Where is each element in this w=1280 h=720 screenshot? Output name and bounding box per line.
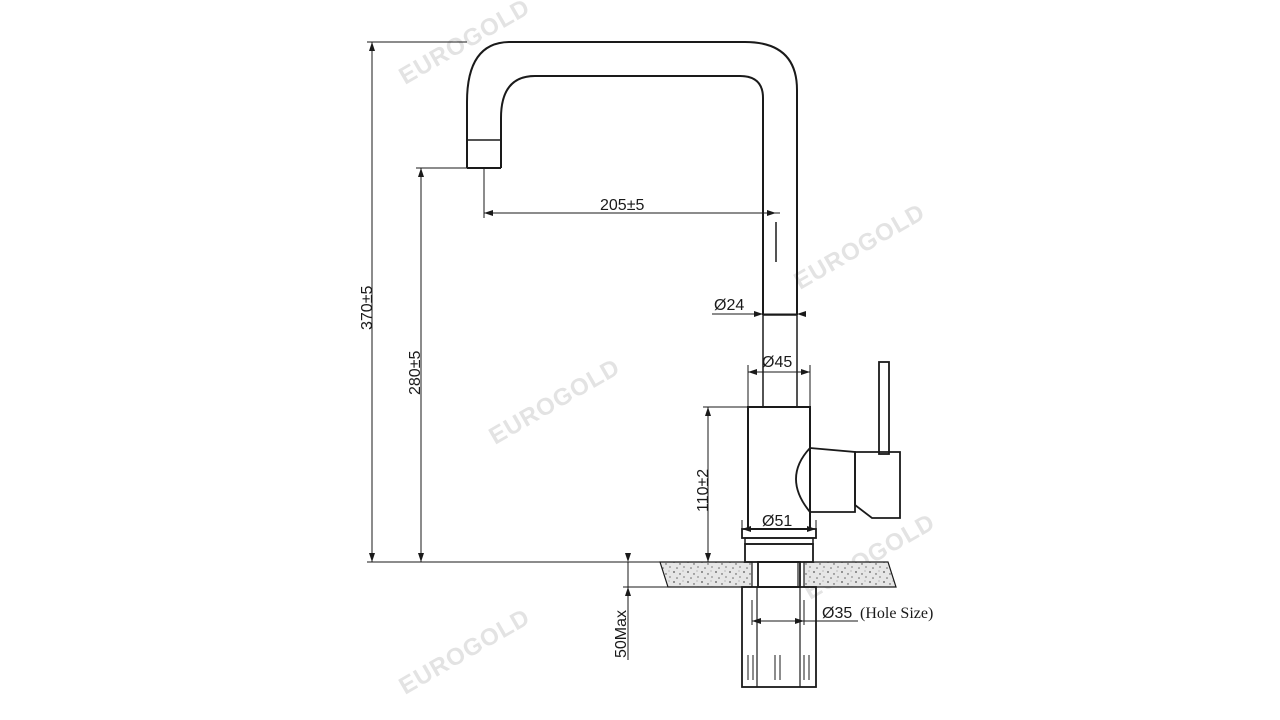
spout-reach-label: 205±5 [600, 197, 644, 214]
faucet-body [466, 41, 901, 688]
watermark: EUROGOLD [790, 198, 931, 295]
watermark: EUROGOLD [395, 0, 536, 90]
hole-size-note: (Hole Size) [860, 605, 933, 622]
total-height-label: 370±5 [359, 286, 376, 330]
dimension-labels: 370±5 280±5 205±5 Ø24 Ø45 110±2 Ø51 Ø35 … [359, 197, 933, 658]
watermark: EUROGOLD [800, 508, 941, 605]
deck-thickness-label: 50Max [613, 610, 630, 658]
watermarks: EUROGOLD EUROGOLD EUROGOLD EUROGOLD EURO… [395, 0, 941, 700]
spout-diameter-label: Ø24 [714, 297, 744, 314]
hole-diameter-label: Ø35 [822, 605, 852, 622]
spout-height-label: 280±5 [407, 351, 424, 395]
arrowheads [369, 42, 816, 624]
body-top-diameter-label: Ø45 [762, 354, 792, 371]
countertop [659, 561, 897, 588]
watermark: EUROGOLD [395, 603, 536, 700]
body-height-label: 110±2 [695, 469, 712, 512]
base-diameter-label: Ø51 [762, 513, 792, 530]
watermark: EUROGOLD [485, 353, 626, 450]
